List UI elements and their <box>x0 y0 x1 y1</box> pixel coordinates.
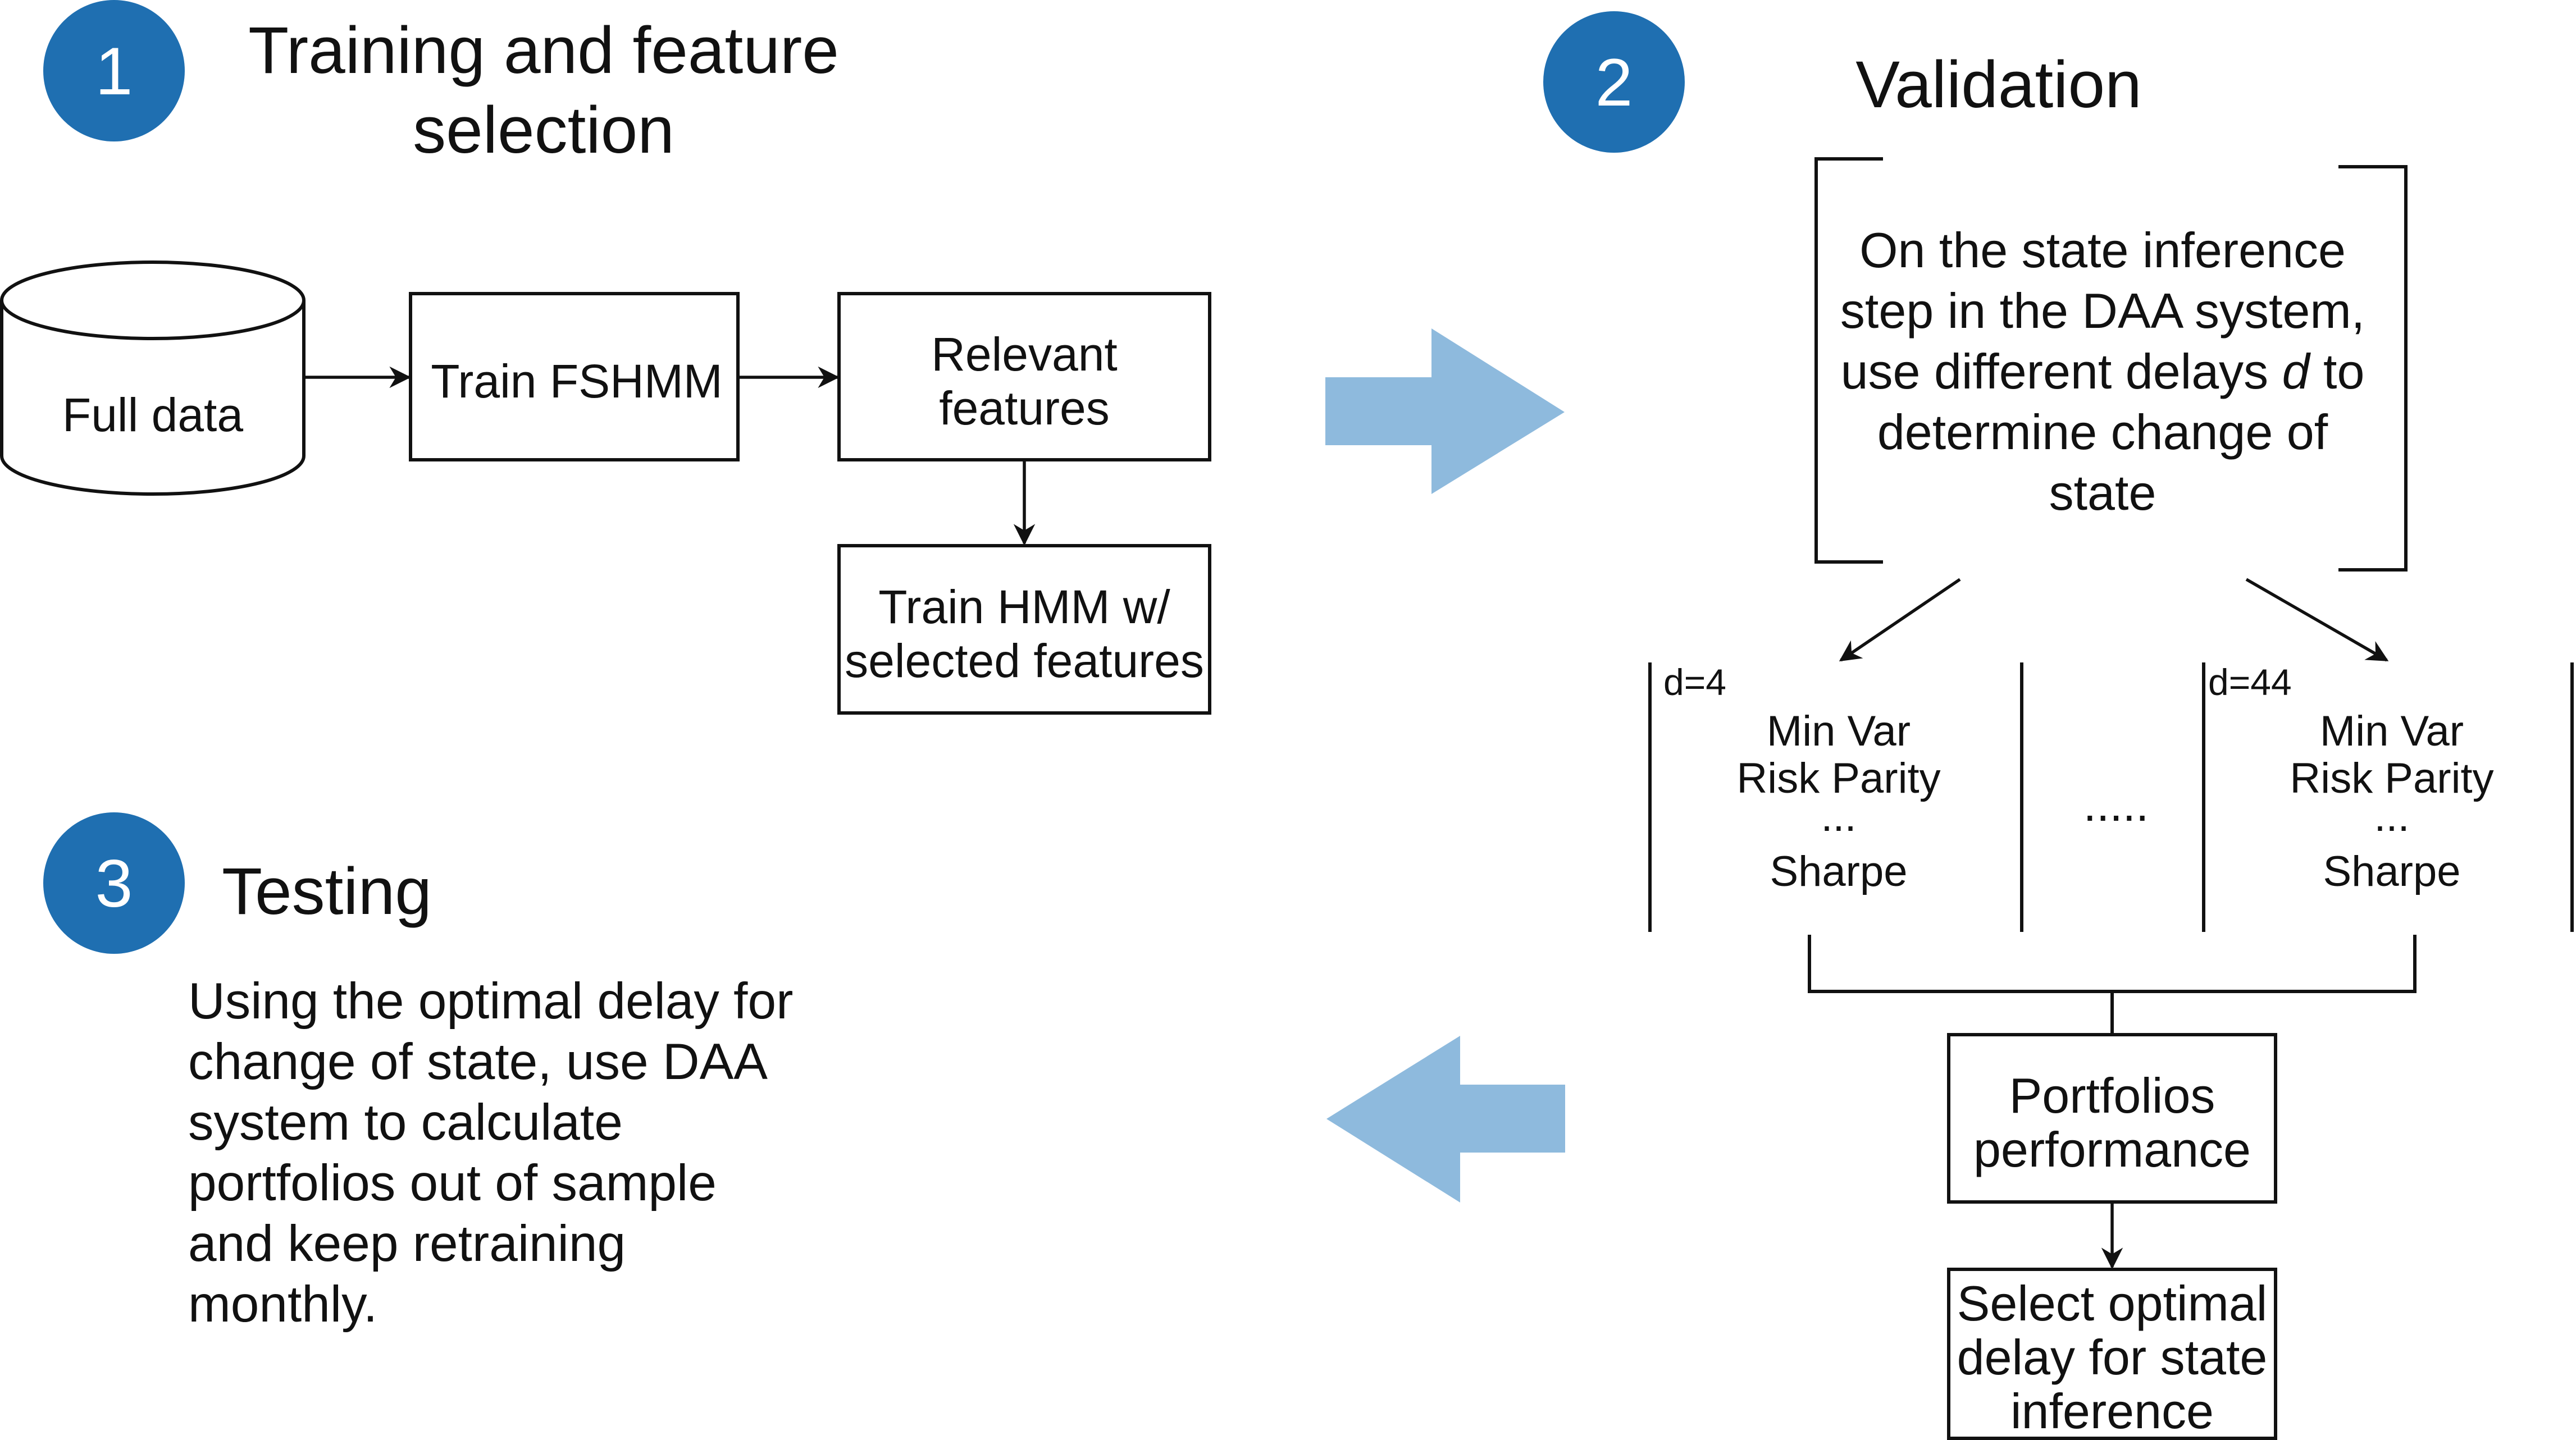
select-optimal-box: Select optimal delay for state inference <box>1947 1268 2277 1440</box>
left-bracket <box>1814 157 1883 564</box>
validation-line-1: On the state inference <box>1859 222 2346 278</box>
arrow-to-d4 <box>1839 578 1961 662</box>
d4-item-3: ... <box>1821 793 1856 840</box>
step-3-title: Testing <box>222 854 432 929</box>
delay-group-d44: d=44 Min Var Risk Parity ... Sharpe <box>2202 661 2574 932</box>
flow-arrow-right <box>1325 328 1565 494</box>
step-2-header: 2 Validation <box>1543 11 2142 153</box>
step-3-number: 3 <box>95 846 133 921</box>
d44-item-4: Sharpe <box>2323 848 2460 895</box>
full-data-database: Full data <box>0 260 306 496</box>
d44-item-1: Min Var <box>2320 707 2464 755</box>
results-connector <box>1808 935 2417 1035</box>
portfolios-performance-line-1: Portfolios <box>2009 1068 2215 1123</box>
step-2-badge <box>1543 11 1685 153</box>
validation-line-2: step in the DAA system, <box>1840 283 2365 339</box>
step-2-title: Validation <box>1855 48 2142 122</box>
step-1-title-line-2: selection <box>413 93 674 167</box>
portfolios-performance-line-2: performance <box>1973 1122 2251 1177</box>
validation-line-3: use different delays d to <box>1841 344 2365 399</box>
flow-arrow-left <box>1326 1036 1565 1203</box>
validation-line-4: determine change of <box>1877 404 2328 460</box>
step-1-number: 1 <box>95 34 133 109</box>
testing-description: Using the optimal delay for change of st… <box>188 973 794 1333</box>
step-1-title-line-1: Training and feature <box>248 13 839 88</box>
d4-label: d=4 <box>1663 661 1726 703</box>
step-1-badge <box>43 0 185 141</box>
step-2-number: 2 <box>1595 45 1633 120</box>
portfolios-performance-box: Portfolios performance <box>1947 1033 2277 1204</box>
relevant-features-box: Relevant features <box>837 292 1211 461</box>
d4-item-2: Risk Parity <box>1736 755 1940 802</box>
d44-item-3: ... <box>2374 793 2409 840</box>
relevant-features-line-2: features <box>939 382 1110 435</box>
d44-label: d=44 <box>2208 661 2292 703</box>
select-optimal-line-1: Select optimal <box>1957 1276 2268 1331</box>
train-hmm-box: Train HMM w/ selected features <box>837 544 1211 715</box>
d4-item-1: Min Var <box>1767 707 1911 755</box>
step-1-header: 1 Training and feature selection <box>43 0 839 167</box>
d4-item-4: Sharpe <box>1770 848 1907 895</box>
validation-description: On the state inference step in the DAA s… <box>1814 157 2408 572</box>
ellipsis-between-groups: ..... <box>2083 778 2149 831</box>
train-fshmm-label: Train FSHMM <box>431 355 723 408</box>
train-fshmm-box: Train FSHMM <box>409 292 740 461</box>
d44-item-2: Risk Parity <box>2290 755 2493 802</box>
step-3-header: 3 Testing <box>43 812 432 954</box>
train-hmm-line-1: Train HMM w/ <box>878 580 1170 633</box>
full-data-label: Full data <box>62 388 243 441</box>
delay-group-d4: d=4 Min Var Risk Parity ... Sharpe <box>1648 661 1941 932</box>
validation-line-5: state <box>2049 465 2156 520</box>
arrow-to-d44 <box>2245 578 2389 662</box>
step-3-badge <box>43 812 185 954</box>
select-optimal-line-3: inference <box>2010 1383 2214 1439</box>
right-bracket <box>2338 165 2408 572</box>
select-optimal-line-2: delay for state <box>1957 1329 2268 1385</box>
relevant-features-line-1: Relevant <box>931 328 1118 381</box>
train-hmm-line-2: selected features <box>845 634 1204 687</box>
